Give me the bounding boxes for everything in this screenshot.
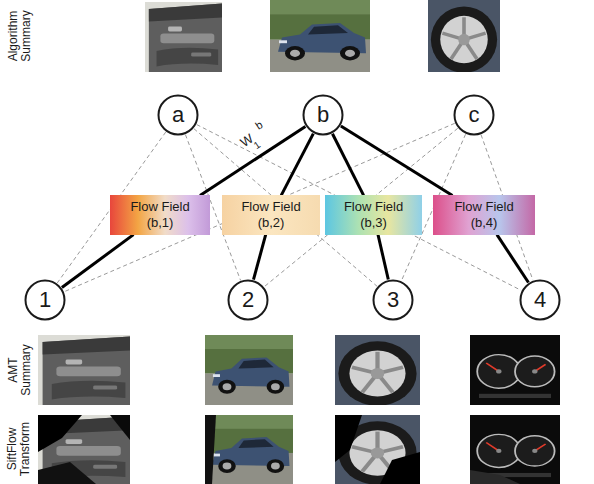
connector-line — [378, 235, 388, 280]
photo-shape — [38, 415, 82, 452]
connector-line — [253, 235, 265, 280]
photo-shape — [145, 2, 222, 72]
row-label: SiftFlow Transform — [6, 416, 32, 482]
node-letter: b — [317, 102, 329, 128]
photo-shape — [428, 0, 500, 73]
flow-field-label: Flow Field (b,2) — [233, 199, 309, 230]
connector-group — [57, 123, 533, 291]
circle-outline — [26, 281, 65, 320]
flow-field-box: Flow Field (b,3) — [325, 195, 422, 234]
image-node: 1 — [24, 279, 66, 321]
row-label: Algorithm Summary — [7, 4, 33, 68]
weight-superscript: b — [253, 118, 265, 131]
node-letter: c — [469, 102, 480, 128]
image-node: 4 — [519, 279, 561, 321]
connector-line — [197, 125, 522, 291]
node-number: 4 — [534, 287, 546, 313]
photo-shape — [205, 335, 293, 405]
photo-shape — [380, 452, 420, 484]
photo-shape — [470, 335, 560, 405]
flow-field-label: Flow Field (b,1) — [122, 199, 198, 230]
flow-field-label: Flow Field (b,3) — [336, 199, 412, 230]
connector-line — [497, 235, 529, 283]
circle-outline — [521, 281, 560, 320]
connector-line — [62, 235, 134, 288]
flow-field-box: Flow Field (b,2) — [222, 195, 320, 234]
photo-shape — [270, 0, 370, 72]
node-number: 1 — [39, 287, 51, 313]
amt-photos — [38, 335, 560, 406]
circle-outline — [159, 96, 198, 135]
flow-field-box: Flow Field (b,4) — [433, 195, 535, 234]
connector-line — [64, 123, 454, 291]
summary-node: a — [157, 94, 199, 136]
weight-superscript: b — [253, 118, 265, 131]
row-label: Algorithm Summary — [7, 4, 33, 68]
circle-outline — [229, 281, 268, 320]
flow-field-box: Flow Field (b,1) — [110, 195, 210, 234]
row-label: AMT Summary — [7, 341, 33, 399]
weight-subscript: 1 — [252, 139, 263, 151]
connector-line — [341, 126, 453, 195]
photo-shape — [110, 415, 130, 440]
photo-shape — [205, 415, 293, 484]
connector-line — [281, 134, 313, 196]
photo-shape — [205, 415, 216, 484]
photo-shape — [470, 415, 560, 484]
flow-field-label: Flow Field (b,4) — [446, 199, 522, 230]
node-number: 2 — [242, 287, 254, 313]
node-letter: a — [172, 102, 184, 128]
image-node: 3 — [372, 279, 414, 321]
siftflow-photos — [38, 415, 560, 484]
photo-shape — [335, 415, 420, 484]
photo-shape — [38, 415, 130, 484]
connector-line — [332, 134, 363, 196]
photo-shape — [335, 415, 362, 462]
algorithm-photos — [145, 0, 500, 73]
photo-shape — [38, 462, 96, 484]
photo-shape — [335, 335, 420, 406]
image-node: 2 — [227, 279, 269, 321]
photo-shape — [38, 335, 130, 405]
connector-line — [200, 126, 305, 195]
photo-shape — [470, 470, 520, 484]
summary-node: b — [302, 94, 344, 136]
summary-node: c — [453, 94, 495, 136]
row-label: SiftFlow Transform — [6, 416, 32, 482]
row-label: AMT Summary — [7, 341, 33, 399]
circle-outline — [304, 96, 343, 135]
weight-subscript: 1 — [252, 139, 263, 151]
circle-outline — [455, 96, 494, 135]
circle-outline — [374, 281, 413, 320]
node-number: 3 — [387, 287, 399, 313]
